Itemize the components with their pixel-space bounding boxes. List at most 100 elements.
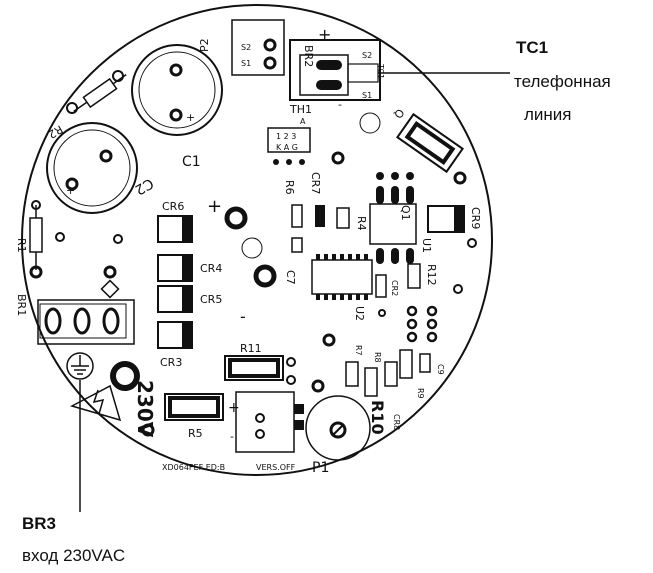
pad [378,309,386,317]
br1-pad-square [100,279,120,299]
br1-screw [102,307,120,335]
p1-pad [255,413,265,423]
pin-header [406,305,438,343]
q1-pad [376,172,384,180]
version-label: VERS.OFF [256,463,296,472]
p2-connector [231,19,285,76]
c1-label: C1 [182,154,201,170]
cr5-label: CR5 [200,293,222,306]
mount-hole [359,112,381,134]
br2-minus: - [338,98,342,111]
c7-plus: + [207,196,222,217]
cr9-label: CR9 [469,207,482,229]
r6-label: R6 [283,180,296,195]
br1-screw [73,307,91,335]
r12-resistor [407,263,421,289]
p1-pad [255,429,265,439]
r9-label: R9 [416,388,425,399]
th1-pin-names: K A G [276,143,298,152]
pad [113,234,123,244]
u2-label: U2 [353,306,366,321]
tc1-mark: TC1 [376,63,385,79]
th1-label: TH1 [289,103,312,116]
r2-pad [66,102,78,114]
pad [453,284,463,294]
th1-a-label: A [300,117,306,126]
c9-capacitor [419,353,431,373]
q1-body [369,203,417,245]
c2-pad [99,149,113,163]
q1-pad [406,172,414,180]
p2-label: P2 [198,38,211,52]
r1-pad [31,200,41,210]
r9-resistor [384,361,398,387]
cr6-label: CR6 [162,200,184,213]
p1-pad-square [294,404,304,414]
pad [453,171,467,185]
p1-pad-square [294,420,304,430]
r1-pad [29,265,43,279]
r8-label: R8 [373,352,382,363]
p2-pad [263,56,277,70]
pad [311,379,325,393]
th1-pad [299,159,305,165]
board-id-label: XD064FEF ED:B [162,463,225,472]
r10-knob [329,421,347,439]
br1-terminal [37,299,135,345]
cr2-label: CR2 [390,280,399,296]
tc1-callout-title: TC1 [516,38,549,57]
tc1-pad [316,80,342,90]
pad [141,423,155,437]
p1-minus: - [230,430,234,443]
ground-symbol [66,352,94,380]
board-outline [21,4,493,476]
tc1-pad [316,60,342,70]
c1-inner [138,51,216,129]
hazard-bolt [92,389,105,415]
c1-capacitor [131,44,223,136]
q-relay [396,112,464,174]
br1-terminal-face [39,303,127,339]
hazard-triangle [70,384,122,422]
c1-pad [169,63,183,77]
p2-s1-label: S1 [241,59,251,68]
pad [331,151,345,165]
r9-pad [399,349,413,379]
pad [55,232,65,242]
c2-capacitor [46,122,138,214]
r4-label: R4 [355,216,368,231]
br2-label: BR2 [302,45,315,67]
cr2-diode [375,274,387,298]
c1-pad [169,108,183,122]
br3-callout-title: BR3 [22,514,57,533]
pad [286,357,296,367]
pad [467,238,477,248]
u2-pins [316,254,368,300]
q1-label: Q1 [399,205,412,221]
p1-label: P1 [312,460,329,476]
cr4-label: CR4 [200,262,222,275]
c7-label: C7 [284,270,297,285]
r5-resistor [164,393,224,421]
br1-label: BR1 [15,294,28,316]
th1-pad [286,159,292,165]
br1-screw [44,307,62,335]
c2-inner [53,129,131,207]
r2-pad [112,70,124,82]
tc1-s1-label: S1 [362,91,372,100]
p2-pad [263,38,277,52]
c7-minus: - [240,307,246,326]
c1-plus: + [186,111,195,124]
r11-label: R11 [240,342,262,355]
tc1-callout-line1: телефонная [514,72,611,91]
br2-plus: + [318,25,331,44]
r8-resistor [364,367,378,397]
c7-pad [253,264,277,288]
c2-plus: + [66,184,75,197]
tc1-connector [289,39,381,101]
r1-label: R1 [15,238,28,253]
p2-s2-label: S2 [241,43,251,52]
br3-callout-line1: вход 230VAC [22,546,126,565]
r6-resistor [291,204,303,228]
